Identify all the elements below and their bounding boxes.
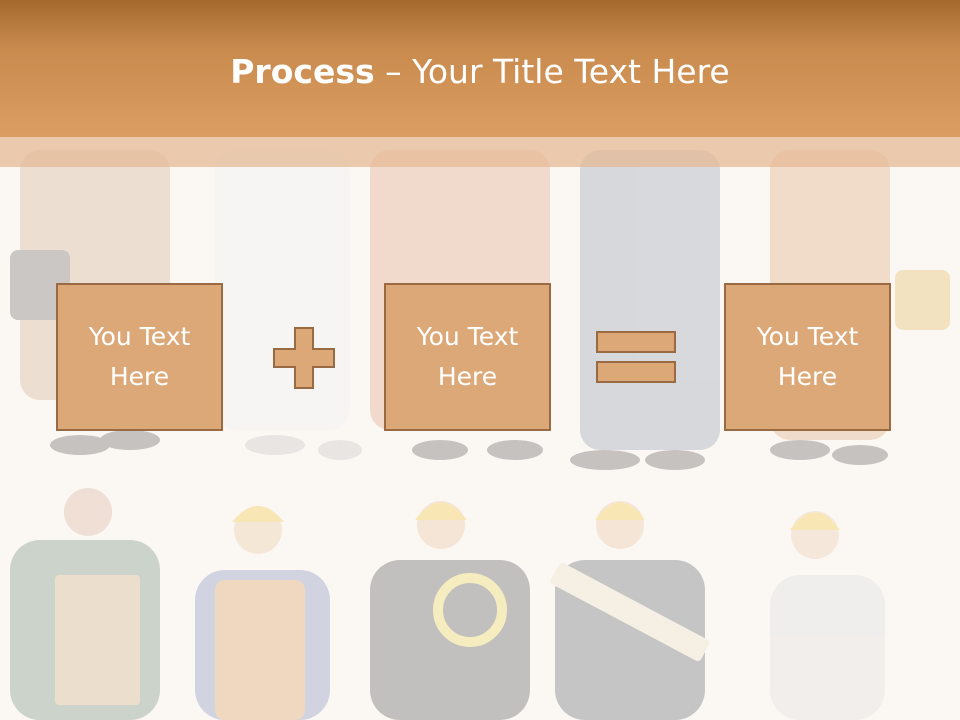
process-box-1-text: You Text Here xyxy=(88,322,191,391)
equals-icon xyxy=(596,331,676,383)
slide-title: Process – Your Title Text Here xyxy=(0,52,960,91)
plus-icon xyxy=(273,327,335,389)
process-box-2-text: You Text Here xyxy=(416,322,519,391)
process-box-3-text: You Text Here xyxy=(756,322,859,391)
process-box-3: You Text Here xyxy=(724,283,891,431)
title-bar-band xyxy=(0,137,960,167)
title-rest: Your Title Text Here xyxy=(412,52,730,91)
title-dash: – xyxy=(374,52,413,91)
title-bar xyxy=(0,0,960,137)
process-box-1: You Text Here xyxy=(56,283,223,431)
title-bold-part: Process xyxy=(230,52,375,91)
process-box-2: You Text Here xyxy=(384,283,551,431)
